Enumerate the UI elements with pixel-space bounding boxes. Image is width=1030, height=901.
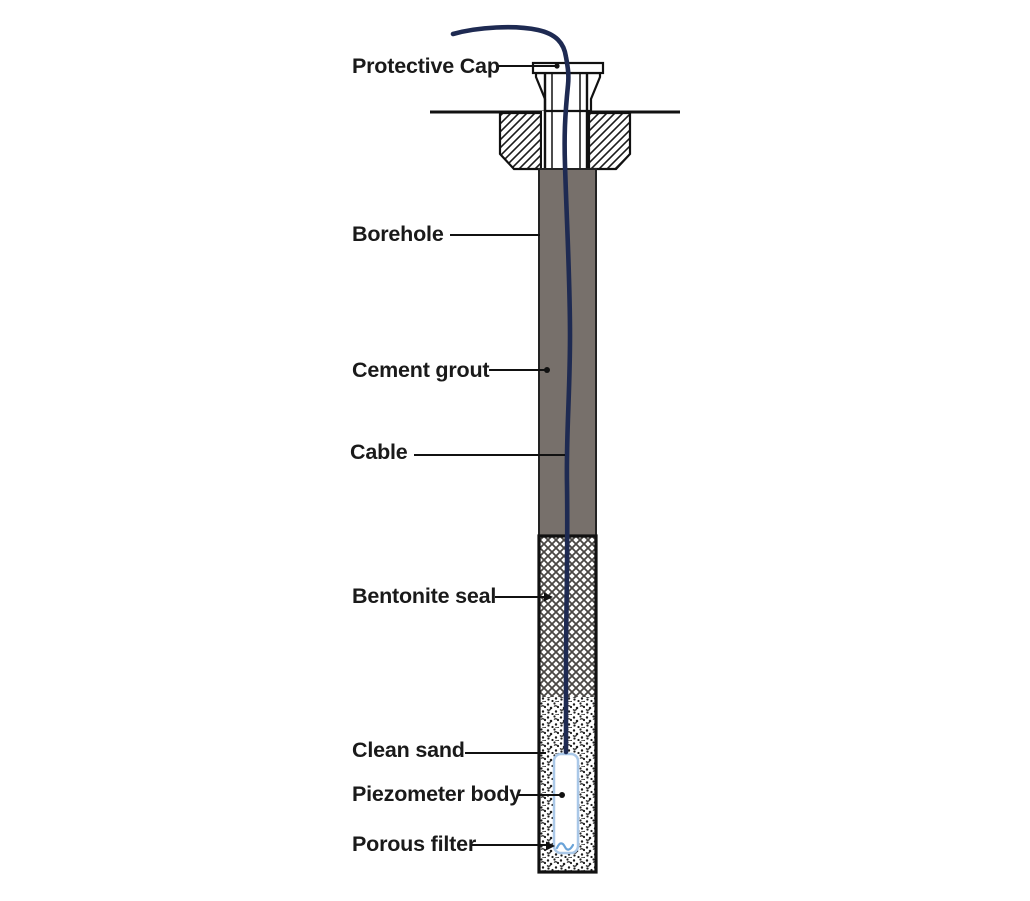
label-piezometer-body: Piezometer body [352,782,521,806]
label-clean-sand: Clean sand [352,738,465,762]
leader-dot-protective-cap [554,63,560,69]
concrete-pad-right [587,111,632,171]
cable-line [450,24,573,755]
label-porous-filter: Porous filter [352,832,477,856]
label-bentonite-seal: Bentonite seal [352,584,496,608]
leader-lines [414,65,565,846]
label-cement-grout: Cement grout [352,358,489,382]
leader-tips [544,63,565,851]
leader-arrow-bentonite-seal [544,592,553,602]
leader-dot-piezometer-body [559,792,565,798]
label-cable: Cable [350,440,408,464]
leader-dot-cement-grout [544,367,550,373]
label-borehole: Borehole [352,222,444,246]
concrete-pad-left [498,111,543,171]
piezometer-body-shape [552,752,580,855]
leader-arrow-porous-filter [546,841,555,851]
porous-filter-mark [555,842,575,851]
standpipe-walls [543,74,589,170]
label-protective-cap: Protective Cap [352,54,500,78]
